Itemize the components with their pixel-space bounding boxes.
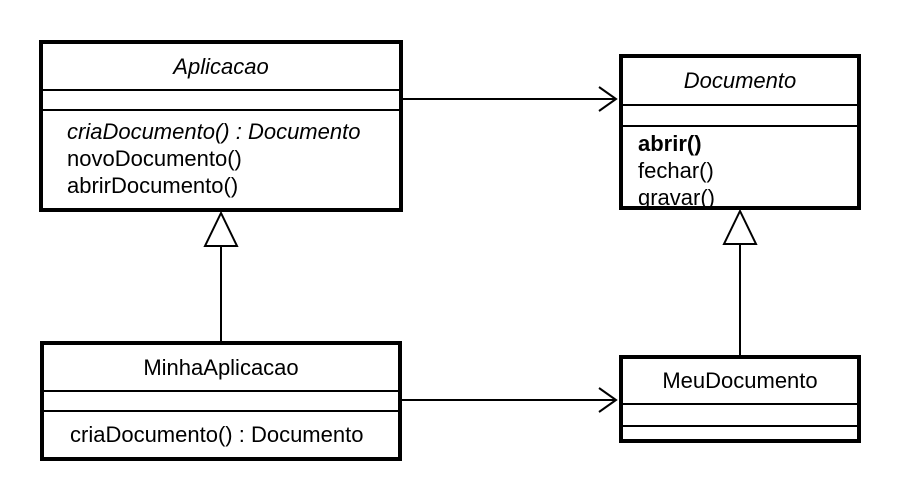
method-item: criaDocumento() : Documento xyxy=(67,119,361,144)
class-box-meudocumento: MeuDocumento xyxy=(619,355,861,443)
attributes-compartment xyxy=(623,104,857,125)
class-box-aplicacao: Aplicacao criaDocumento() : Documento no… xyxy=(39,40,403,212)
methods-compartment xyxy=(623,425,857,439)
method-item: criaDocumento() : Documento xyxy=(70,422,364,447)
class-name-documento: Documento xyxy=(683,68,797,93)
class-name-meudocumento: MeuDocumento xyxy=(662,368,818,393)
method-item: abrirDocumento() xyxy=(67,173,239,198)
attributes-compartment xyxy=(43,89,399,109)
methods-compartment: criaDocumento() : Documento xyxy=(44,410,398,457)
method-item: abrir() xyxy=(638,131,702,156)
method-item: fechar() xyxy=(638,158,714,183)
attributes-compartment xyxy=(623,403,857,425)
method-item: novoDocumento() xyxy=(67,146,242,171)
association-arrow-aplicacao-to-documento xyxy=(403,86,618,112)
class-box-minhaaplicacao: MinhaAplicacao criaDocumento() : Documen… xyxy=(40,341,402,461)
class-name-aplicacao: Aplicacao xyxy=(173,53,269,79)
method-item: gravar() xyxy=(638,185,716,210)
association-arrow-minhaaplicacao-to-meudocumento xyxy=(402,387,618,413)
attributes-compartment xyxy=(44,390,398,410)
generalization-arrow-meudocumento-to-documento xyxy=(722,208,758,355)
class-name-minhaaplicacao: MinhaAplicacao xyxy=(143,354,299,380)
class-box-documento: Documento abrir() fechar() gravar() xyxy=(619,54,861,210)
generalization-arrow-minhaaplicacao-to-aplicacao xyxy=(203,210,239,341)
methods-compartment: criaDocumento() : Documento novoDocument… xyxy=(43,109,399,208)
methods-compartment: abrir() fechar() gravar() xyxy=(623,125,857,211)
